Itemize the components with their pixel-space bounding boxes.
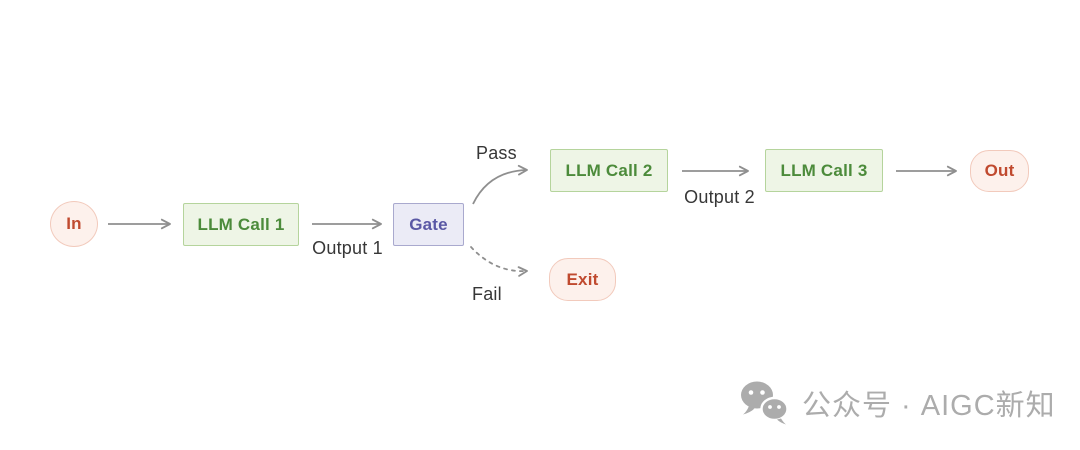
node-exit-label: Exit [566, 269, 599, 289]
edge-label-output-2: Output 2 [684, 187, 755, 207]
node-exit: Exit [549, 258, 616, 301]
node-llm-call-1: LLM Call 1 [183, 203, 299, 246]
node-in-label: In [66, 214, 82, 233]
edge-label-output-1: Output 1 [312, 238, 383, 258]
wechat-icon [741, 381, 789, 425]
node-in: In [50, 201, 98, 247]
node-out: Out [970, 150, 1029, 192]
node-llm-call-3-label: LLM Call 3 [780, 160, 868, 180]
watermark: 公众号 · AIGC新知 [740, 380, 1056, 425]
node-gate: Gate [393, 203, 464, 246]
edge-label-fail: Fail [472, 284, 502, 304]
node-llm-call-1-label: LLM Call 1 [197, 214, 285, 234]
node-out-label: Out [984, 161, 1015, 180]
arrow-gate-to-llm2-pass [472, 164, 528, 205]
watermark-text: 公众号 · AIGC新知 [802, 389, 1056, 422]
node-llm-call-3: LLM Call 3 [765, 149, 883, 192]
arrow-gate-to-exit-fail [470, 246, 528, 277]
node-gate-label: Gate [409, 214, 448, 234]
node-llm-call-2: LLM Call 2 [550, 149, 668, 192]
node-llm-call-2-label: LLM Call 2 [565, 160, 653, 180]
edge-label-pass: Pass [476, 143, 517, 163]
